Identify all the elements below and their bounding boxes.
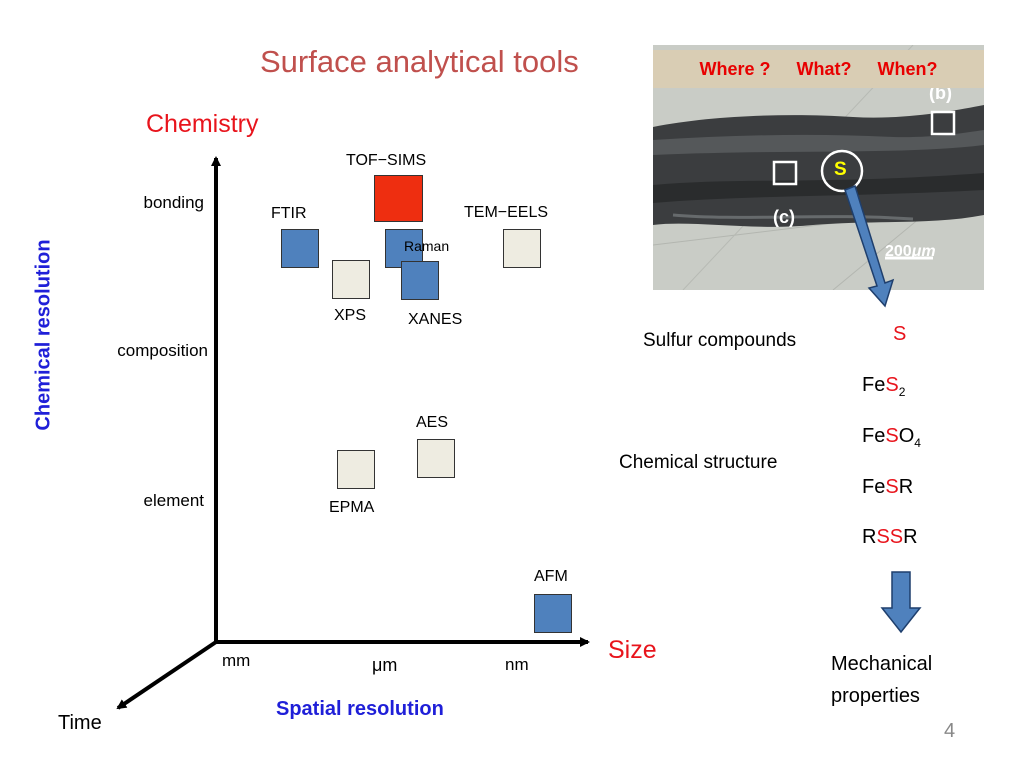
formula-fes2: FeS2 — [862, 374, 906, 399]
mechanical-line1: Mechanical — [831, 653, 933, 675]
xanes-label: XANES — [408, 311, 463, 328]
tof-sims-label: TOF−SIMS — [346, 152, 427, 169]
formula-fesr: FeSR — [862, 476, 914, 498]
tof-sims-box — [374, 175, 423, 222]
tem-eels-label: TEM−EELS — [464, 204, 549, 221]
down-arrow — [880, 571, 922, 634]
photo-marker-s: S — [834, 159, 847, 180]
raman-label: Raman — [404, 238, 450, 254]
xps-label: XPS — [334, 307, 367, 324]
mechanical-line2: properties — [831, 685, 920, 707]
sulfur-compounds-label: Sulfur compounds — [643, 330, 797, 351]
page-number: 4 — [944, 720, 956, 742]
ftir-box — [281, 229, 319, 268]
aes-label: AES — [416, 414, 449, 431]
formula-s: S — [893, 323, 907, 345]
chemical-structure-label: Chemical structure — [619, 452, 778, 473]
level-element: element — [143, 491, 204, 510]
formula-feso4: FeSO4 — [862, 425, 921, 450]
xanes-box — [401, 261, 439, 300]
xps-box — [332, 260, 370, 299]
spatial-resolution-label: Spatial resolution — [276, 698, 444, 720]
question-what: What? — [796, 58, 852, 79]
z-axis — [116, 640, 218, 710]
ftir-label: FTIR — [271, 205, 307, 222]
question-bar: Where ? What? When? — [653, 50, 984, 88]
slide-title: Surface analytical tools — [260, 44, 579, 79]
tick-um: μm — [372, 655, 398, 675]
afm-box — [534, 594, 572, 633]
size-axis-label: Size — [608, 636, 657, 664]
formula-rssr: RSSR — [862, 526, 918, 548]
level-composition: composition — [117, 341, 208, 360]
level-bonding: bonding — [143, 193, 204, 212]
epma-box — [337, 450, 375, 489]
tem-eels-box — [503, 229, 541, 268]
tick-mm: mm — [222, 651, 251, 670]
epma-label: EPMA — [329, 499, 375, 516]
afm-label: AFM — [534, 568, 568, 585]
time-axis-label: Time — [58, 712, 102, 734]
photo-label-c: (c) — [773, 207, 795, 227]
photo-scale-bar: 200μm — [885, 243, 936, 260]
question-where: Where ? — [699, 58, 771, 79]
chemistry-axis-label: Chemistry — [146, 110, 259, 138]
pointer-arrow — [844, 185, 895, 308]
tick-nm: nm — [505, 655, 529, 674]
question-when: When? — [877, 58, 938, 79]
photo-label-b: (b) — [929, 83, 952, 103]
aes-box — [417, 439, 455, 478]
